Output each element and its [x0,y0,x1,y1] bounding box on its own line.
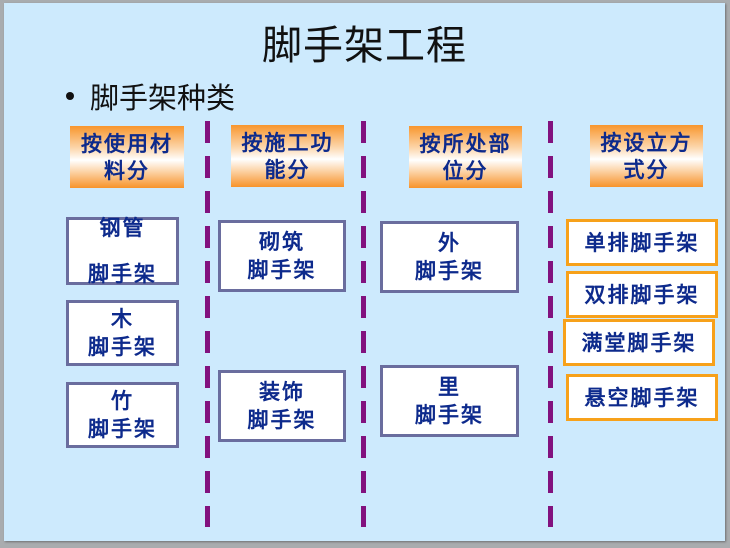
type-line: 双排脚手架 [584,281,700,307]
type-line: 悬空脚手架 [584,384,700,410]
header-line: 料分 [104,158,150,183]
category-header-material: 按使用材 料分 [70,126,184,188]
type-line: 里 [438,374,461,399]
type-line: 木 [111,306,134,331]
type-line: 脚手架 [88,334,157,359]
type-box-full-hall: 满堂脚手架 [563,319,715,366]
category-header-erection: 按设立方 式分 [590,125,703,187]
category-header-function: 按施工功 能分 [231,125,344,187]
type-box-internal: 里 脚手架 [380,365,519,437]
divider-line [361,121,366,527]
type-box-single-row: 单排脚手架 [566,219,718,266]
type-line: 砌筑 [259,229,305,254]
header-line: 按所处部 [419,131,512,156]
type-line: 装饰 [259,379,305,404]
type-line: 满堂脚手架 [581,329,697,355]
divider-line [205,121,210,527]
type-line: 竹 [111,388,134,413]
type-line: 脚手架 [88,261,157,286]
type-box-bamboo: 竹 脚手架 [66,382,179,448]
type-box-decoration: 装饰 脚手架 [218,370,346,442]
type-line: 外 [438,230,461,255]
type-box-double-row: 双排脚手架 [566,271,718,318]
header-line: 能分 [264,157,311,182]
header-line: 按设立方 [600,130,693,155]
type-line: 脚手架 [247,257,317,282]
header-line: 按施工功 [241,130,334,155]
type-line: 单排脚手架 [584,229,700,255]
type-line: 脚手架 [247,407,317,432]
type-box-wood: 木 脚手架 [66,300,179,366]
slide-title: 脚手架工程 [262,23,467,69]
header-line: 位分 [442,158,489,183]
type-line: 脚手架 [88,416,157,441]
divider-line [548,121,553,527]
bullet-dot-icon [66,92,74,100]
type-box-masonry: 砌筑 脚手架 [218,220,346,292]
type-line: 钢管 [99,215,146,240]
type-box-suspended: 悬空脚手架 [566,374,718,421]
type-box-external: 外 脚手架 [380,221,519,293]
header-line: 式分 [623,157,670,182]
type-line: 脚手架 [415,402,484,427]
slide: 脚手架工程 脚手架种类 按使用材 料分 按施工功 能分 按所处部 位分 按设立方… [4,3,725,541]
bullet-item: 脚手架种类 [66,75,235,117]
bullet-text: 脚手架种类 [90,81,236,115]
type-line: 脚手架 [415,258,484,283]
category-header-location: 按所处部 位分 [409,126,522,188]
type-box-steel-pipe: 钢管 脚手架 [66,215,179,286]
header-line: 按使用材 [81,131,173,156]
